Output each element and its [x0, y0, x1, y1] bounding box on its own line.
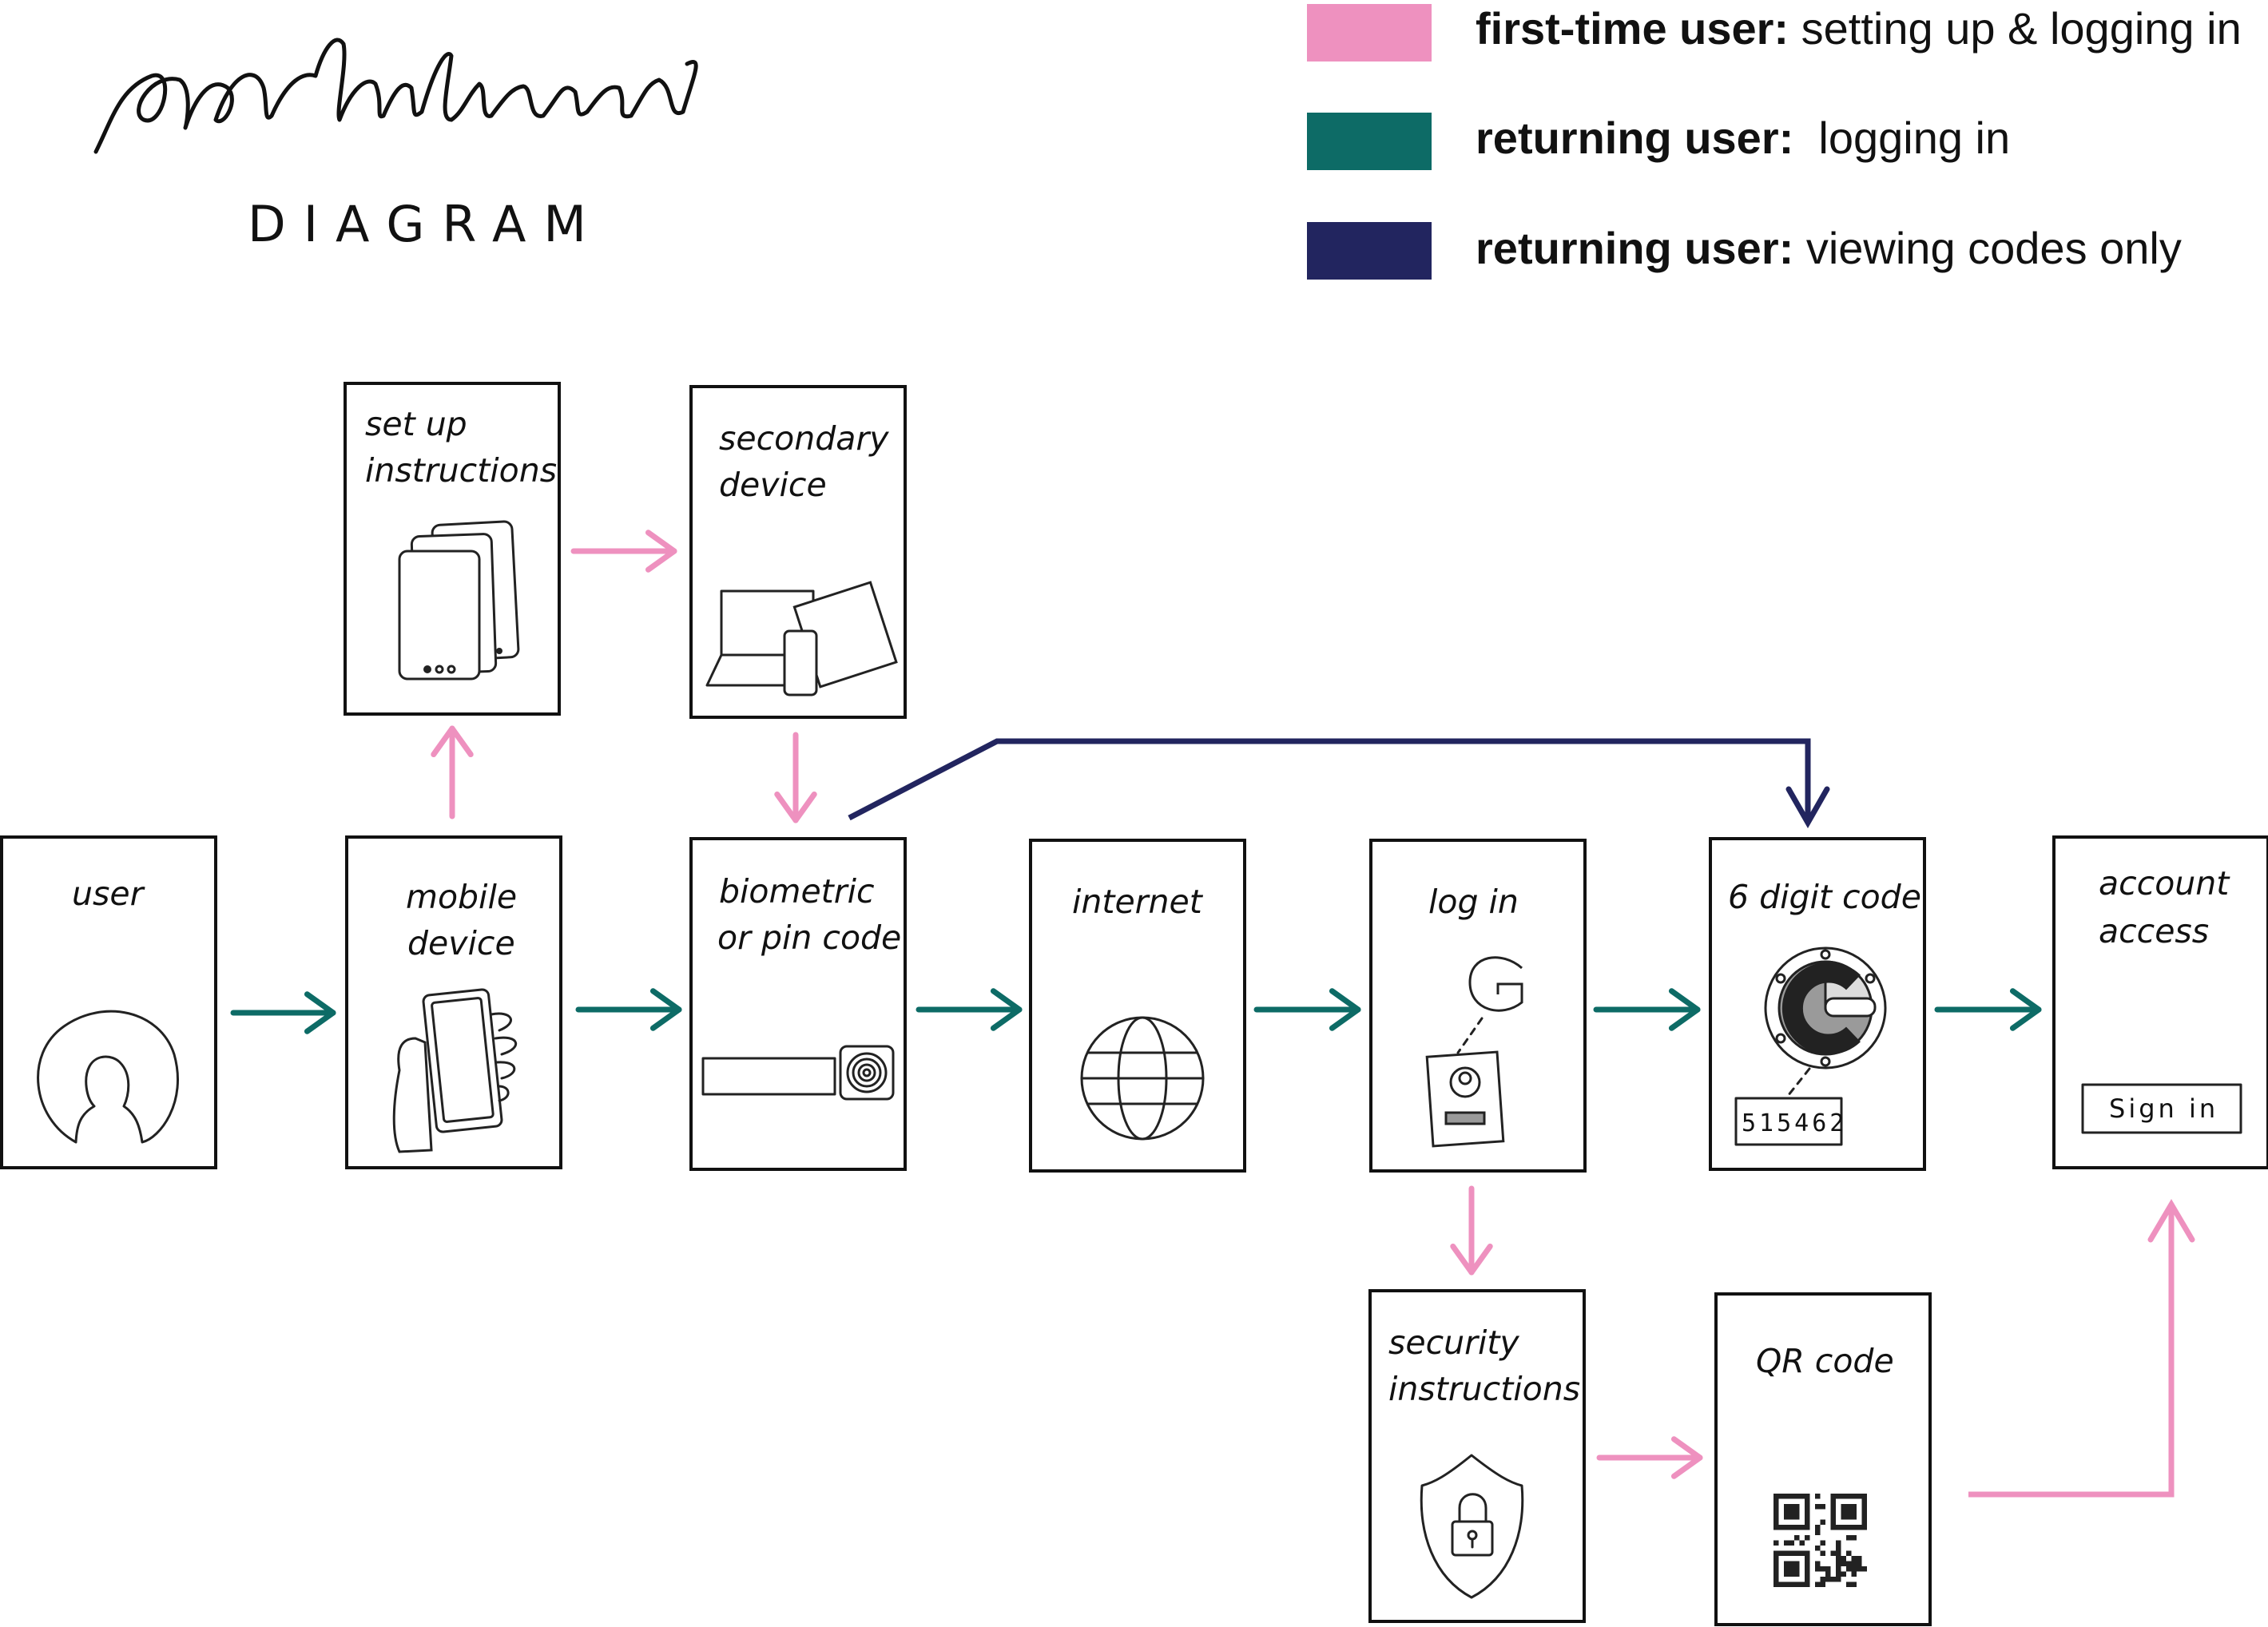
sign-in-button-frame[interactable]: [2081, 1083, 2242, 1134]
node-user: user: [0, 835, 217, 1169]
authenticator-app-icon: 515462: [1734, 946, 1887, 1146]
sign-in-button[interactable]: Sign in: [2081, 1083, 2242, 1134]
flow-connectors: [230, 530, 2195, 1498]
node-security-instructions-box: [1368, 1289, 1586, 1623]
node-set-up-instructions-label-2: instructions: [365, 451, 557, 490]
legend-entry-first-time: first-time user: setting up & logging in: [1476, 3, 2242, 54]
node-biometric-label-1: biometric: [719, 872, 875, 911]
node-mobile-device-label-1: mobile: [406, 878, 517, 916]
node-internet: internet: [1029, 839, 1246, 1173]
node-security-instructions-label-2: instructions: [1388, 1370, 1580, 1408]
authenticator-code-value: 515462: [1742, 1109, 1847, 1137]
node-log-in: log in: [1369, 839, 1587, 1173]
node-account-access-box: [2052, 835, 2268, 1169]
legend-swatch-returning: [1307, 113, 1432, 170]
legend-entry-first-time-bold: first-time user:: [1476, 3, 1789, 54]
legend-swatch-first-time: [1307, 4, 1432, 62]
title-script-word: [93, 38, 698, 154]
arrow-biometric-to-internet: [916, 988, 1023, 1031]
legend-entry-returning-text: logging in: [1793, 113, 2010, 163]
arrow-security-to-qr: [1596, 1436, 1703, 1479]
node-security-instructions-label-1: security: [1388, 1323, 1519, 1362]
node-secondary-device-label-1: secondary: [719, 419, 889, 458]
arrow-user-to-mobile: [230, 991, 336, 1034]
globe-icon: [1080, 1016, 1205, 1141]
node-biometric-label-2: or pin code: [717, 919, 901, 957]
node-secondary-device-label-2: device: [719, 466, 827, 504]
legend: first-time user: setting up & logging in…: [1307, 3, 2242, 280]
node-mobile-device-label-2: device: [407, 924, 515, 962]
node-internet-label: internet: [1072, 883, 1204, 921]
node-qr-code-label: QR code: [1756, 1342, 1894, 1380]
legend-entry-viewing-text: viewing codes only: [1793, 223, 2182, 273]
node-biometric-box: [689, 837, 907, 1171]
legend-entry-returning-bold: returning user:: [1476, 113, 1793, 163]
legend-swatch-viewing: [1307, 222, 1432, 280]
user-silhouette-icon: [37, 1010, 179, 1144]
sign-in-button-label[interactable]: Sign in: [2109, 1093, 2218, 1124]
node-set-up-instructions: set up instructions: [344, 382, 561, 716]
shield-lock-icon: [1420, 1454, 1524, 1599]
node-six-digit-code-label: 6 digit code: [1728, 878, 1921, 916]
arrow-code-to-account: [1934, 988, 2042, 1031]
arrow-mobile-to-setup: [431, 725, 474, 819]
node-secondary-device: secondary device: [689, 385, 907, 719]
arrow-mobile-to-biometric: [575, 988, 682, 1031]
legend-entry-first-time-text: setting up & logging in: [1789, 3, 2242, 54]
legend-entry-viewing-bold: returning user:: [1476, 223, 1793, 273]
title-subtitle: DIAGRAM: [248, 195, 604, 253]
node-mobile-device: mobile device: [345, 835, 562, 1169]
node-account-access-label-2: access: [2099, 912, 2209, 950]
arrow-login-to-security: [1450, 1185, 1493, 1276]
arrow-internet-to-login: [1253, 988, 1361, 1031]
arrow-secondary-to-biometric: [774, 732, 817, 823]
stacked-phone-screens-icon: [398, 520, 520, 681]
arrow-biometric-to-code-viewing: [848, 738, 1830, 829]
hand-holding-phone-icon: [392, 988, 518, 1153]
laptop-phone-tablet-icon: [705, 581, 898, 696]
legend-entry-viewing: returning user: viewing codes only: [1476, 223, 2182, 273]
arrow-login-to-code: [1593, 988, 1701, 1031]
node-user-box: [0, 835, 217, 1169]
node-security-instructions: security instructions: [1368, 1289, 1586, 1623]
node-internet-box: [1029, 839, 1246, 1173]
arrow-qr-to-account: [1968, 1199, 2195, 1498]
google-and-id-card-icon: [1425, 956, 1523, 1148]
node-user-label: user: [72, 875, 145, 913]
qr-code-icon: [1773, 1494, 1867, 1587]
node-account-access: account access Sign in: [2052, 835, 2268, 1169]
arrow-setup-to-secondary: [570, 530, 677, 573]
fingerprint-pin-field-icon: [701, 1045, 895, 1101]
node-qr-code: QR code: [1714, 1292, 1932, 1626]
node-log-in-label: log in: [1428, 883, 1519, 921]
node-account-access-label-1: account: [2099, 864, 2230, 903]
node-biometric: biometric or pin code: [689, 837, 907, 1171]
legend-entry-returning: returning user: logging in: [1476, 113, 2010, 163]
node-set-up-instructions-label-1: set up: [365, 405, 467, 443]
node-six-digit-code: 6 digit code 515462: [1709, 837, 1926, 1171]
